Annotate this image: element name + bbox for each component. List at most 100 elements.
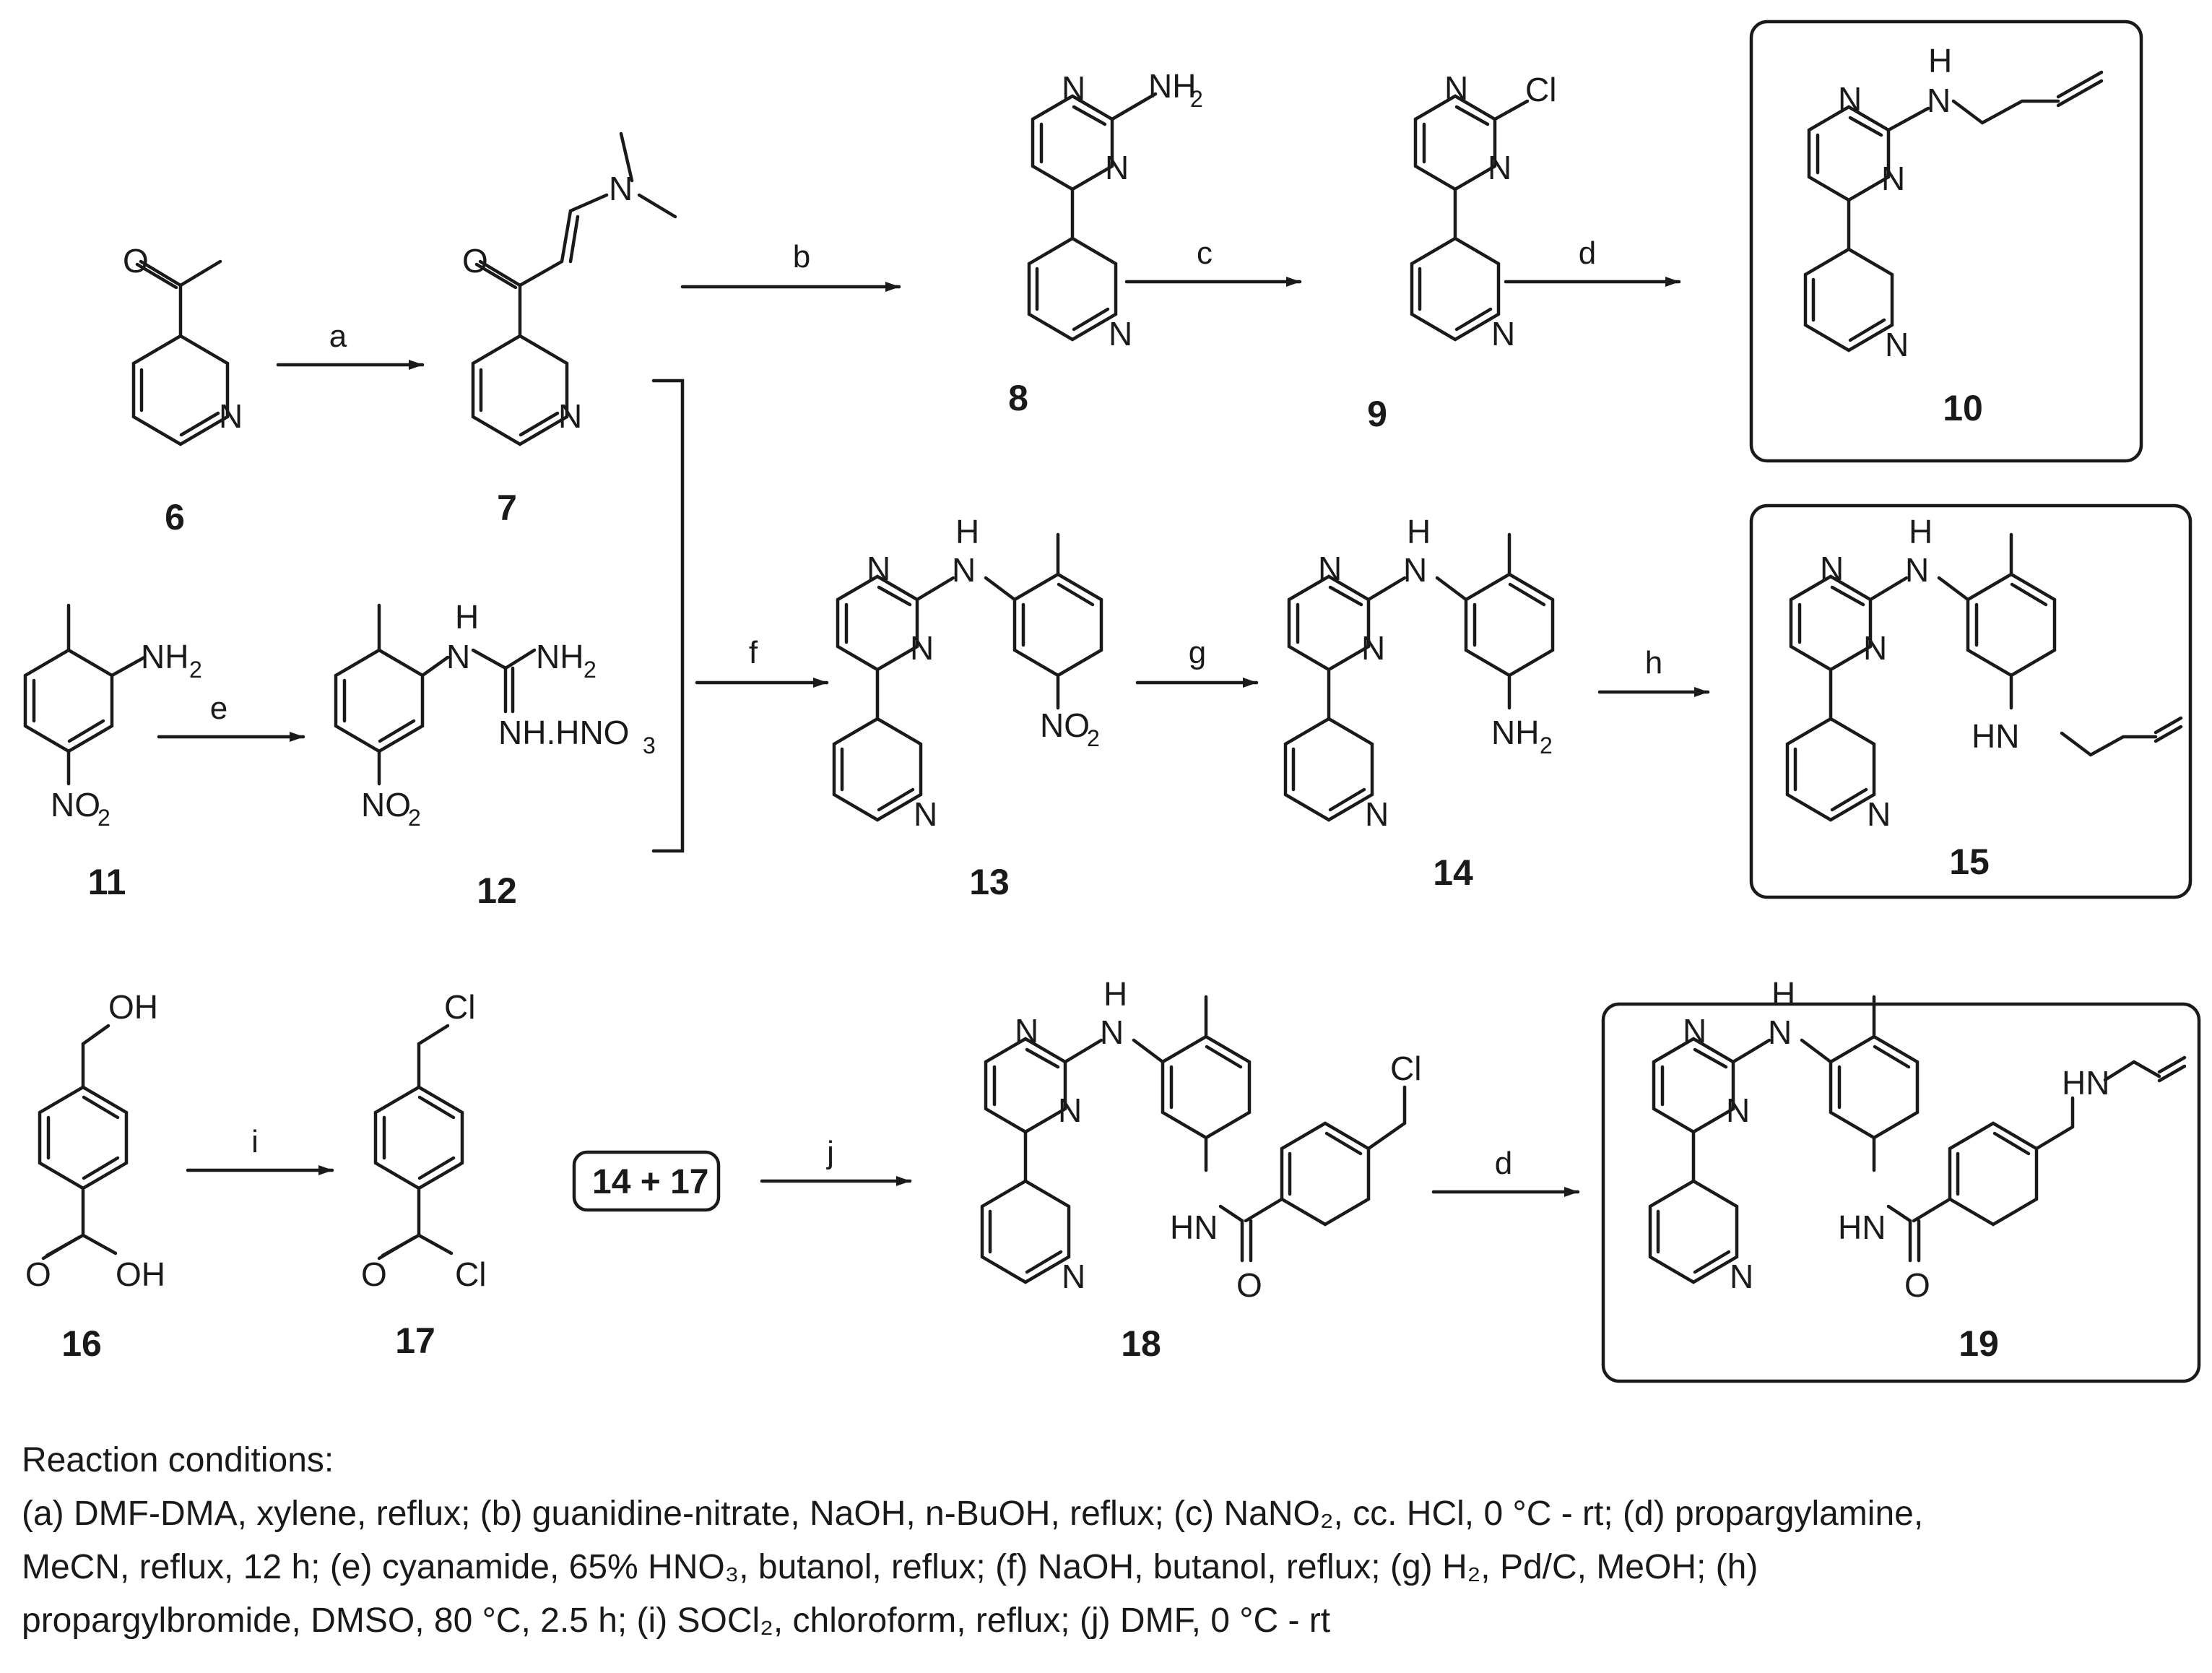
compound-7-structure: O N N (462, 131, 677, 446)
svg-text:N: N (1361, 629, 1385, 667)
svg-text:NH: NH (141, 638, 188, 675)
svg-text:O: O (123, 242, 149, 280)
svg-text:f: f (749, 635, 758, 670)
svg-text:N: N (1885, 326, 1909, 363)
svg-text:Cl: Cl (444, 988, 475, 1026)
compound-19-structure: N N N H HN O HN N (1601, 975, 2201, 1383)
svg-text:N: N (910, 629, 934, 667)
svg-text:2: 2 (1087, 725, 1100, 751)
svg-text:N: N (1444, 69, 1468, 107)
arrow-d2: d (1431, 1146, 1580, 1197)
compound-label-9: 9 (1367, 394, 1387, 434)
svg-text:NO: NO (1040, 706, 1090, 744)
svg-text:N: N (1726, 1091, 1750, 1129)
svg-text:O: O (361, 1255, 387, 1293)
compound-label-18: 18 (1121, 1323, 1161, 1364)
svg-text:N: N (558, 397, 582, 435)
svg-text:a: a (329, 319, 347, 354)
svg-text:i: i (251, 1124, 259, 1159)
svg-text:O: O (25, 1255, 51, 1293)
svg-text:N: N (1318, 550, 1342, 587)
svg-text:j: j (825, 1135, 834, 1170)
svg-text:2: 2 (408, 805, 421, 831)
svg-text:N: N (1058, 1091, 1082, 1129)
svg-text:N: N (446, 638, 470, 675)
svg-text:b: b (793, 239, 810, 274)
svg-text:N: N (1905, 551, 1929, 589)
arrow-a: a (276, 319, 425, 370)
svg-text:N: N (1927, 82, 1951, 119)
compound-label-8: 8 (1008, 378, 1028, 418)
compound-17-structure: Cl O Cl (361, 988, 486, 1293)
svg-text:2: 2 (189, 657, 202, 683)
svg-text:2: 2 (97, 805, 110, 831)
arrow-f: f (695, 635, 829, 688)
svg-text:O: O (462, 242, 488, 280)
svg-text:NH.HNO: NH.HNO (498, 714, 629, 751)
svg-text:N: N (1820, 550, 1844, 587)
svg-text:N: N (219, 397, 243, 435)
conditions-line-1: (a) DMF-DMA, xylene, reflux; (b) guanidi… (22, 1495, 1924, 1533)
compound-18-structure: N N N H HN O Cl N (980, 975, 1421, 1304)
svg-text:N: N (1488, 149, 1511, 186)
svg-text:NH: NH (1491, 714, 1539, 751)
svg-text:d: d (1579, 235, 1596, 271)
svg-text:2: 2 (584, 657, 597, 683)
arrow-i: i (186, 1124, 334, 1175)
svg-text:H: H (1928, 42, 1952, 79)
arrow-b: b (680, 239, 901, 292)
svg-text:N: N (1403, 551, 1427, 589)
svg-text:N: N (1768, 1013, 1792, 1051)
svg-text:d: d (1495, 1146, 1512, 1181)
svg-text:NH: NH (536, 638, 584, 675)
compound-16-structure: OH O OH (25, 988, 165, 1293)
compound-15-structure: N N N H HN N (1749, 503, 2193, 899)
svg-text:h: h (1645, 645, 1662, 680)
svg-text:HN: HN (1170, 1209, 1218, 1246)
svg-text:N: N (1015, 1012, 1038, 1050)
compound-label-13: 13 (969, 862, 1010, 902)
compound-label-19: 19 (1959, 1323, 1999, 1364)
svg-text:N: N (1881, 160, 1905, 197)
compound-6-structure: O N (123, 242, 243, 446)
svg-text:H: H (455, 598, 479, 636)
svg-text:2: 2 (1190, 86, 1203, 112)
arrow-j: j (760, 1135, 912, 1186)
svg-text:N: N (609, 170, 633, 207)
compound-label-12: 12 (477, 870, 517, 911)
svg-text:H: H (1771, 975, 1795, 1013)
svg-text:N: N (1105, 149, 1129, 186)
compound-8-structure: N N NH 2 N (1027, 67, 1203, 353)
svg-text:HN: HN (1972, 717, 2019, 755)
svg-text:OH: OH (116, 1255, 165, 1293)
svg-text:N: N (1491, 315, 1515, 353)
svg-text:HN: HN (1838, 1209, 1886, 1246)
svg-text:N: N (1062, 1258, 1085, 1295)
arrow-e: e (157, 691, 305, 742)
compound-10-structure: N N N H N (1749, 20, 2143, 463)
svg-text:O: O (1236, 1266, 1262, 1304)
svg-text:N: N (1730, 1258, 1753, 1295)
svg-text:N: N (914, 795, 937, 833)
svg-text:Cl: Cl (1390, 1050, 1421, 1087)
svg-text:N: N (1867, 795, 1891, 833)
svg-text:Cl: Cl (455, 1255, 486, 1293)
compound-14-structure: N N N H NH 2 N (1283, 513, 1555, 833)
svg-text:H: H (1407, 513, 1431, 550)
compound-label-6: 6 (165, 497, 185, 537)
svg-text:e: e (210, 691, 227, 726)
conditions-line-2: MeCN, reflux, 12 h; (e) cyanamide, 65% H… (22, 1548, 1758, 1586)
svg-text:N: N (1365, 795, 1389, 833)
svg-text:NO: NO (361, 786, 411, 823)
compound-label-14: 14 (1433, 852, 1473, 893)
svg-text:N: N (1062, 69, 1085, 107)
compound-13-structure: N N N H NO 2 N (832, 513, 1103, 833)
compound-label-10: 10 (1943, 388, 1983, 428)
compound-label-11: 11 (88, 862, 126, 902)
compound-11-structure: NH 2 NO 2 (23, 603, 202, 831)
svg-text:N: N (1863, 629, 1887, 667)
compound-label-16: 16 (61, 1323, 102, 1364)
svg-text:H: H (955, 513, 979, 550)
svg-text:N: N (1683, 1012, 1706, 1050)
svg-text:H: H (1909, 513, 1933, 550)
